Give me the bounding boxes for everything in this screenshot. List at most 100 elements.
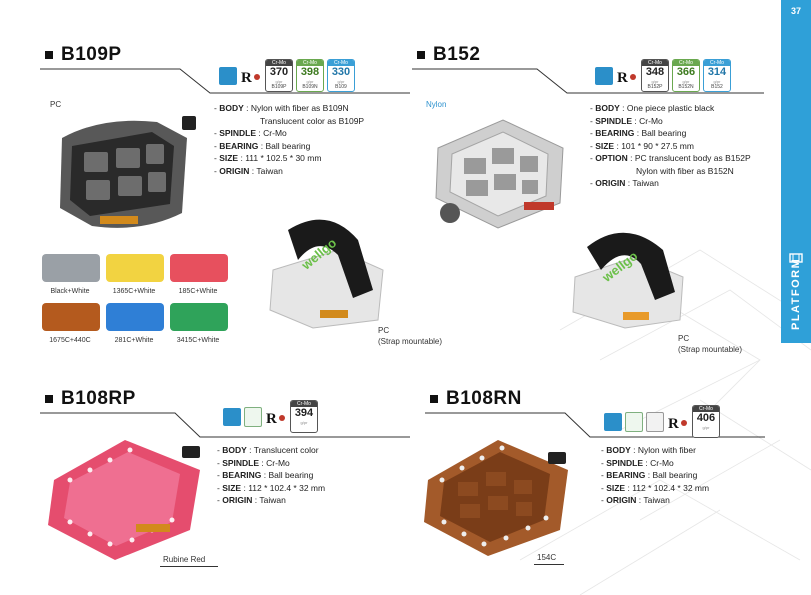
spec-row: Translucent color as B109P bbox=[214, 115, 364, 128]
spec-key: BODY bbox=[606, 445, 631, 455]
weight-material: Cr-Mo bbox=[693, 406, 719, 412]
spec-row: - BEARING : Ball bearing bbox=[217, 470, 314, 480]
spec-row: - BEARING : Ball bearing bbox=[214, 140, 311, 151]
material-caption: Nylon bbox=[426, 100, 447, 109]
weight-badge: Cr-Mo 348 g/pr B152P bbox=[641, 59, 669, 92]
spec-key: SPINDLE bbox=[222, 457, 260, 468]
spec-row: Nylon with fiber as B152N bbox=[590, 165, 751, 178]
color-swatch bbox=[106, 303, 164, 331]
product-image-b108rp bbox=[48, 440, 200, 560]
spec-key: BEARING bbox=[219, 140, 259, 151]
road-icon bbox=[646, 411, 664, 432]
weight-unit: g/pr bbox=[337, 79, 345, 84]
spec-key: SPINDLE bbox=[219, 128, 257, 138]
color-swatch bbox=[170, 254, 228, 282]
spec-value: Nylon with fiber as B152N bbox=[636, 165, 734, 176]
weight-material: Cr-Mo bbox=[328, 60, 354, 66]
product-title-b109p: B109P bbox=[45, 44, 122, 66]
product-image-b108rn bbox=[424, 440, 568, 556]
section-side-band bbox=[781, 0, 811, 343]
section-label: PLATFORM bbox=[790, 257, 802, 330]
weight-value: 398 bbox=[300, 66, 320, 78]
spec-key: BEARING bbox=[595, 128, 635, 138]
weight-code: B152 bbox=[711, 84, 723, 90]
weight-material: Cr-Mo bbox=[704, 60, 730, 66]
material-caption: 154C bbox=[537, 553, 557, 562]
spec-value: Cr-Mo bbox=[266, 457, 290, 468]
spec-value: One piece plastic black bbox=[626, 103, 715, 113]
spec-row: - BEARING : Ball bearing bbox=[590, 128, 687, 138]
product-title-b108rp: B108RP bbox=[45, 388, 136, 410]
spec-row: - ORIGIN : Taiwan bbox=[217, 495, 286, 505]
terrain-icon bbox=[244, 406, 262, 427]
weight-unit: g/pr bbox=[713, 79, 721, 84]
spec-row: - BEARING : Ball bearing bbox=[601, 470, 698, 480]
spec-key: SIZE bbox=[219, 153, 239, 163]
spec-key: ORIGIN bbox=[606, 495, 637, 505]
svg-text:R: R bbox=[266, 411, 277, 426]
weight-code: B152P bbox=[647, 84, 663, 90]
spec-value: Taiwan bbox=[632, 178, 659, 188]
weight-badge: Cr-Mo 330 g/pr B109 bbox=[327, 59, 355, 92]
page-number: 37 bbox=[790, 6, 801, 16]
spec-value: 112 * 102.4 * 32 mm bbox=[248, 482, 326, 493]
spec-list: - BODY : One piece plastic black - SPIND… bbox=[590, 102, 751, 190]
spec-row: - OPTION : PC translucent body as B152P bbox=[590, 153, 751, 163]
caption-underline bbox=[160, 566, 218, 567]
spec-list: - BODY : Nylon with fiber as B109N Trans… bbox=[214, 102, 364, 177]
product-name: B109P bbox=[61, 44, 122, 65]
color-label: Black+White bbox=[50, 288, 90, 295]
terrain-icon bbox=[625, 411, 643, 432]
spec-row: - SPINDLE : Cr-Mo bbox=[214, 128, 287, 138]
spec-key: SIZE bbox=[222, 482, 242, 493]
spec-key: BODY bbox=[595, 103, 620, 113]
spec-value: Ball bearing bbox=[652, 470, 698, 480]
spec-list: - BODY : Nylon with fiber - SPINDLE : Cr… bbox=[601, 444, 709, 507]
spec-row: - SIZE : 101 * 90 * 27.5 mm bbox=[590, 140, 694, 151]
spec-row: - BODY : Translucent color bbox=[217, 445, 319, 455]
strap-caption: (Strap mountable) bbox=[378, 337, 443, 346]
spec-value: 112 * 102.4 * 32 mm bbox=[632, 482, 710, 493]
spec-row: - SPINDLE : Cr-Mo bbox=[601, 457, 674, 468]
weight-unit: g/pr bbox=[306, 79, 314, 84]
title-rule bbox=[412, 68, 764, 94]
weight-unit: g/pr bbox=[682, 79, 690, 84]
weight-value: 348 bbox=[645, 66, 665, 78]
spec-value: Cr-Mo bbox=[650, 457, 674, 468]
spec-value: Nylon with fiber bbox=[637, 445, 696, 455]
product-name: B108RP bbox=[61, 388, 136, 409]
spec-value: 111 * 102.5 * 30 mm bbox=[245, 153, 322, 163]
spec-key: ORIGIN bbox=[595, 178, 626, 188]
color-swatch bbox=[42, 254, 100, 282]
spec-value: Translucent color as B109P bbox=[260, 115, 365, 126]
strap-pedal-image: wellgo bbox=[572, 232, 684, 329]
spec-value: Cr-Mo bbox=[263, 128, 287, 138]
svg-text:R: R bbox=[668, 416, 679, 431]
title-rule bbox=[425, 412, 765, 438]
spec-value: Translucent color bbox=[253, 445, 319, 455]
strap-pedal-image: wellgo bbox=[269, 219, 384, 329]
spec-list: - BODY : Translucent color - SPINDLE : C… bbox=[217, 444, 325, 507]
bike-type-icon bbox=[595, 66, 613, 85]
spec-row: - ORIGIN : Taiwan bbox=[601, 495, 670, 505]
spec-key: ORIGIN bbox=[219, 165, 250, 176]
spec-row: - SIZE : 112 * 102.4 * 32 mm bbox=[601, 482, 710, 493]
weight-code: B109P bbox=[271, 84, 287, 90]
title-marker bbox=[417, 51, 425, 59]
spec-key: OPTION bbox=[595, 153, 628, 163]
bike-type-icon bbox=[219, 66, 237, 85]
title-rule bbox=[40, 68, 410, 94]
spec-row: - SPINDLE : Cr-Mo bbox=[217, 457, 290, 468]
spec-key: SPINDLE bbox=[595, 115, 633, 126]
weight-badge: Cr-Mo 314 g/pr B152 bbox=[703, 59, 731, 92]
pedal-icon bbox=[789, 253, 803, 263]
spec-value: Taiwan bbox=[643, 495, 670, 505]
product-title-b152: B152 bbox=[417, 44, 480, 66]
reflector-icon: R bbox=[266, 411, 285, 426]
weight-value: 330 bbox=[331, 66, 351, 78]
spec-key: SIZE bbox=[606, 482, 626, 493]
weight-material: Cr-Mo bbox=[673, 60, 699, 66]
weight-code: B152N bbox=[678, 84, 694, 90]
weight-material: Cr-Mo bbox=[291, 401, 317, 407]
